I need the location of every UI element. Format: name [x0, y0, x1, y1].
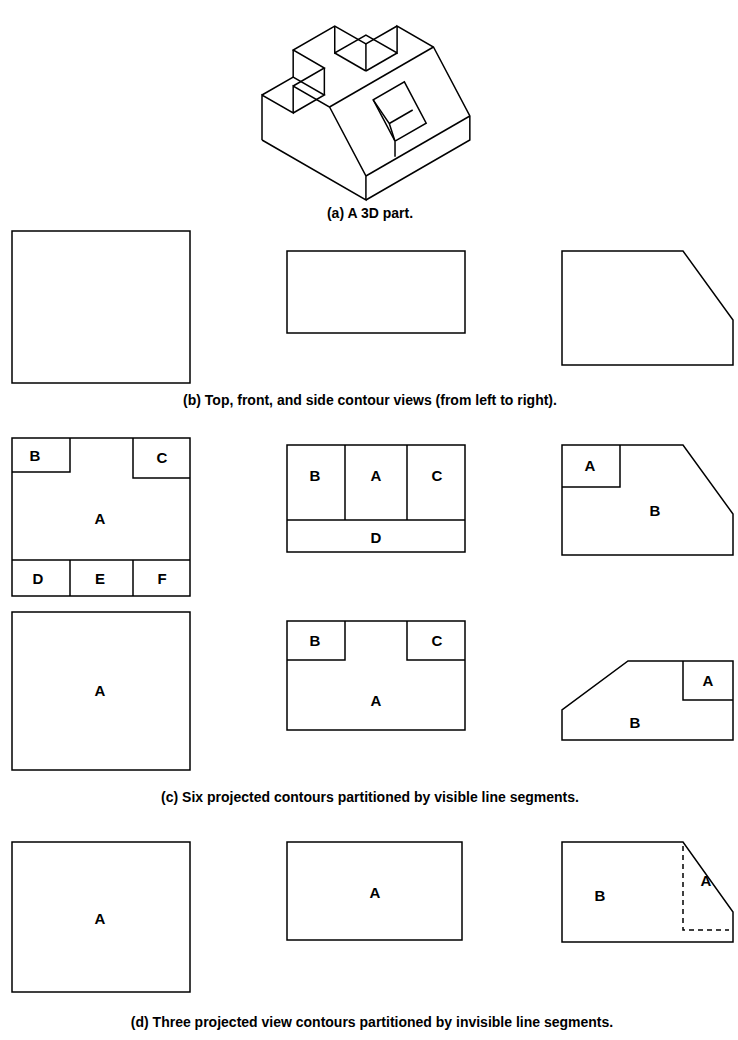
part-edge	[293, 26, 397, 86]
part-edge	[389, 110, 412, 124]
part-edge	[373, 82, 426, 141]
region-letter: C	[432, 632, 443, 649]
top-contour	[12, 231, 190, 383]
part-edge	[366, 116, 470, 176]
part-edge	[335, 26, 470, 200]
figure-caption: (c) Six projected contours partitioned b…	[161, 789, 579, 805]
part-edge	[373, 100, 395, 141]
other-side-partition	[562, 661, 733, 740]
region-letter: A	[585, 457, 596, 474]
region-letter: A	[370, 884, 381, 901]
region-letter: D	[33, 570, 44, 587]
region-letter: A	[95, 510, 106, 527]
top-hidden-contour	[12, 842, 190, 992]
region-letter: B	[310, 467, 321, 484]
side-partition	[562, 445, 733, 555]
region-letter: A	[371, 692, 382, 709]
region-letter: A	[703, 672, 714, 689]
figure-caption: (b) Top, front, and side contour views (…	[183, 392, 557, 408]
figure-caption: (d) Three projected view contours partit…	[131, 1014, 613, 1030]
region-letter: A	[371, 467, 382, 484]
part-edge	[335, 53, 366, 71]
region-letter: A	[95, 682, 106, 699]
region-letter: E	[95, 570, 105, 587]
side-contour	[562, 251, 733, 365]
region-letter: C	[432, 467, 443, 484]
back-partition	[287, 621, 465, 730]
top-partition	[12, 438, 190, 596]
region-letter: B	[30, 447, 41, 464]
part-edge	[365, 44, 367, 71]
region-letter: B	[310, 632, 321, 649]
part-edge	[262, 77, 324, 113]
isometric-part	[262, 26, 470, 200]
part-edge	[324, 68, 326, 95]
figure-caption: (a) A 3D part.	[327, 205, 413, 221]
front-partition	[287, 445, 465, 552]
part-edge	[366, 53, 397, 71]
region-letter: A	[701, 872, 712, 889]
region-letter: C	[157, 449, 168, 466]
region-letter: A	[95, 910, 106, 927]
part-edge	[292, 50, 294, 77]
part-edge	[262, 86, 366, 200]
bottom-partition	[12, 612, 190, 770]
part-edge	[394, 141, 396, 157]
region-letter: B	[595, 887, 606, 904]
side-hidden-contour	[562, 842, 733, 942]
region-letter: B	[630, 714, 641, 731]
region-letter: F	[157, 570, 166, 587]
front-hidden-contour	[287, 842, 462, 940]
region-letter: D	[371, 529, 382, 546]
front-contour	[287, 251, 465, 333]
part-edge	[330, 47, 434, 107]
region-letter: B	[650, 502, 661, 519]
